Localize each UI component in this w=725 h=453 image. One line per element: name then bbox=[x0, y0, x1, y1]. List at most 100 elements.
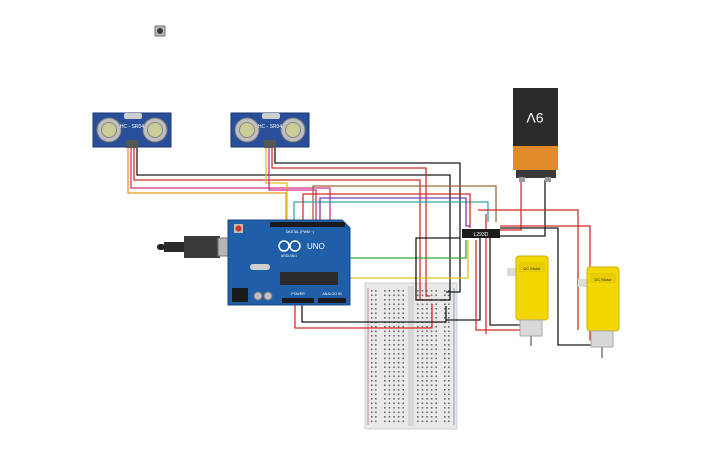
breadboard-hole[interactable] bbox=[371, 371, 373, 373]
breadboard-hole[interactable] bbox=[448, 308, 450, 310]
breadboard-hole[interactable] bbox=[388, 335, 391, 337]
breadboard-hole[interactable] bbox=[393, 371, 395, 373]
wire-red[interactable] bbox=[488, 180, 522, 231]
breadboard-hole[interactable] bbox=[417, 384, 419, 387]
breadboard-hole[interactable] bbox=[448, 326, 450, 328]
wire-black[interactable] bbox=[301, 305, 447, 323]
breadboard-hole[interactable] bbox=[421, 317, 424, 319]
breadboard-hole[interactable] bbox=[384, 308, 386, 310]
breadboard-hole[interactable] bbox=[417, 402, 419, 405]
breadboard-hole[interactable] bbox=[393, 380, 395, 382]
breadboard-hole[interactable] bbox=[388, 317, 391, 319]
breadboard-hole[interactable] bbox=[430, 375, 433, 378]
breadboard-hole[interactable] bbox=[393, 398, 395, 400]
breadboard-hole[interactable] bbox=[417, 398, 419, 400]
breadboard-hole[interactable] bbox=[393, 294, 395, 297]
breadboard-hole[interactable] bbox=[448, 303, 450, 306]
breadboard-hole[interactable] bbox=[393, 339, 395, 342]
breadboard-hole[interactable] bbox=[444, 330, 446, 333]
breadboard-hole[interactable] bbox=[402, 357, 404, 360]
breadboard-hole[interactable] bbox=[421, 357, 424, 360]
breadboard-hole[interactable] bbox=[402, 312, 404, 315]
breadboard-hole[interactable] bbox=[388, 299, 391, 301]
breadboard-hole[interactable] bbox=[417, 380, 419, 382]
breadboard-hole[interactable] bbox=[444, 353, 446, 355]
breadboard-hole[interactable] bbox=[430, 335, 433, 337]
breadboard-hole[interactable] bbox=[430, 366, 433, 369]
breadboard-hole[interactable] bbox=[421, 294, 424, 297]
breadboard-hole[interactable] bbox=[426, 416, 428, 418]
breadboard-hole[interactable] bbox=[371, 375, 373, 378]
breadboard-hole[interactable] bbox=[375, 380, 377, 382]
breadboard-hole[interactable] bbox=[375, 362, 377, 364]
breadboard-hole[interactable] bbox=[435, 402, 437, 405]
breadboard-hole[interactable] bbox=[402, 303, 404, 306]
breadboard-hole[interactable] bbox=[448, 393, 450, 396]
breadboard-hole[interactable] bbox=[375, 402, 377, 405]
breadboard-hole[interactable] bbox=[417, 308, 419, 310]
breadboard-hole[interactable] bbox=[444, 290, 446, 292]
wire-purple[interactable] bbox=[319, 197, 470, 227]
breadboard-hole[interactable] bbox=[375, 371, 377, 373]
breadboard-hole[interactable] bbox=[417, 344, 419, 346]
breadboard-hole[interactable] bbox=[393, 299, 395, 301]
breadboard-hole[interactable] bbox=[371, 420, 373, 423]
breadboard-hole[interactable] bbox=[448, 321, 450, 324]
wire-black[interactable] bbox=[415, 237, 460, 301]
breadboard-hole[interactable] bbox=[417, 357, 419, 360]
breadboard-hole[interactable] bbox=[371, 362, 373, 364]
arduino-uno[interactable]: DIGITAL (PWM ~) UNO ARDUINO POWER ANALOG… bbox=[157, 219, 351, 306]
breadboard-hole[interactable] bbox=[375, 294, 377, 297]
dc-motor-1[interactable]: DC Motor bbox=[507, 255, 549, 346]
breadboard-hole[interactable] bbox=[388, 366, 391, 369]
breadboard-hole[interactable] bbox=[426, 312, 428, 315]
breadboard-hole[interactable] bbox=[371, 317, 373, 319]
breadboard-hole[interactable] bbox=[421, 330, 424, 333]
breadboard-hole[interactable] bbox=[393, 348, 395, 351]
breadboard-hole[interactable] bbox=[388, 303, 391, 306]
breadboard-hole[interactable] bbox=[430, 290, 433, 292]
breadboard-hole[interactable] bbox=[402, 294, 404, 297]
breadboard-hole[interactable] bbox=[397, 389, 400, 391]
breadboard-hole[interactable] bbox=[402, 335, 404, 337]
breadboard-hole[interactable] bbox=[388, 407, 391, 409]
breadboard-hole[interactable] bbox=[435, 326, 437, 328]
breadboard-hole[interactable] bbox=[448, 317, 450, 319]
breadboard-hole[interactable] bbox=[375, 416, 377, 418]
breadboard-hole[interactable] bbox=[444, 411, 446, 414]
breadboard-hole[interactable] bbox=[430, 357, 433, 360]
breadboard-hole[interactable] bbox=[435, 384, 437, 387]
breadboard-hole[interactable] bbox=[444, 384, 446, 387]
breadboard-hole[interactable] bbox=[371, 357, 373, 360]
breadboard-hole[interactable] bbox=[421, 407, 424, 409]
breadboard-hole[interactable] bbox=[448, 335, 450, 337]
breadboard-hole[interactable] bbox=[426, 335, 428, 337]
breadboard-hole[interactable] bbox=[402, 389, 404, 391]
wire-pink[interactable] bbox=[268, 148, 317, 222]
breadboard-hole[interactable] bbox=[402, 326, 404, 328]
breadboard-hole[interactable] bbox=[448, 375, 450, 378]
breadboard-hole[interactable] bbox=[430, 389, 433, 391]
breadboard-hole[interactable] bbox=[435, 357, 437, 360]
breadboard-hole[interactable] bbox=[397, 420, 400, 423]
breadboard-hole[interactable] bbox=[448, 371, 450, 373]
breadboard-hole[interactable] bbox=[435, 366, 437, 369]
breadboard-hole[interactable] bbox=[384, 290, 386, 292]
breadboard-hole[interactable] bbox=[384, 303, 386, 306]
breadboard-hole[interactable] bbox=[384, 384, 386, 387]
breadboard-hole[interactable] bbox=[421, 335, 424, 337]
breadboard-hole[interactable] bbox=[375, 393, 377, 396]
breadboard-hole[interactable] bbox=[444, 344, 446, 346]
breadboard-hole[interactable] bbox=[384, 362, 386, 364]
breadboard-hole[interactable] bbox=[435, 371, 437, 373]
wire-black[interactable] bbox=[500, 227, 596, 346]
breadboard-hole[interactable] bbox=[397, 353, 400, 355]
wire-red[interactable] bbox=[478, 209, 579, 330]
breadboard-hole[interactable] bbox=[421, 290, 424, 292]
breadboard-hole[interactable] bbox=[444, 420, 446, 423]
breadboard-hole[interactable] bbox=[421, 303, 424, 306]
breadboard-hole[interactable] bbox=[421, 398, 424, 400]
breadboard-hole[interactable] bbox=[397, 317, 400, 319]
breadboard-hole[interactable] bbox=[371, 308, 373, 310]
wire-red[interactable] bbox=[271, 148, 430, 297]
